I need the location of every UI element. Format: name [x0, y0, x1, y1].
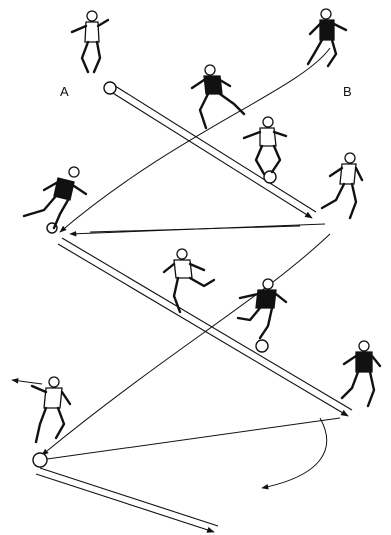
- curved-run-arrow: [262, 418, 327, 488]
- player-figure-runner: [192, 65, 244, 128]
- ball-icon: [104, 82, 116, 94]
- ball-icon: [33, 453, 47, 467]
- ball-icon: [264, 171, 276, 183]
- pass-arrow-left-to-right: [58, 238, 352, 416]
- player-figure-b: [308, 9, 346, 66]
- player-figure-right-upper: [322, 153, 362, 218]
- short-run-arrow: [12, 380, 42, 384]
- player-figure-kicker: [244, 117, 286, 174]
- player-figure-right-lower: [342, 341, 380, 406]
- player-figure-left-lower: [32, 377, 70, 442]
- position-label-b: B: [343, 84, 352, 99]
- pass-arrow-a-to-right: [108, 84, 316, 218]
- pass-arrow-bottom-right-to-left: [40, 418, 340, 460]
- ball-icon: [256, 340, 268, 352]
- player-figure-a: [72, 11, 108, 72]
- position-label-a: A: [60, 84, 69, 99]
- pass-arrow-right-to-left: [70, 224, 325, 234]
- player-figure-middle-lower: [238, 279, 286, 338]
- player-figure-left-upper: [24, 167, 86, 228]
- final-pass-arrow: [36, 468, 218, 532]
